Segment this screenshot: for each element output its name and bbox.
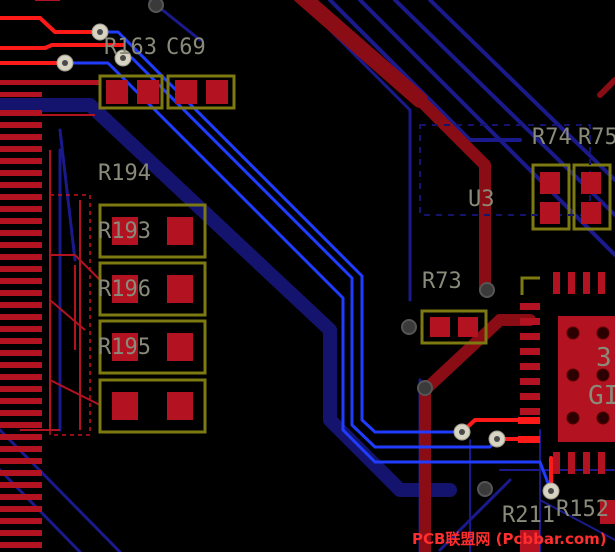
designator-r73: R73: [422, 269, 462, 294]
designator-r74: R74: [532, 125, 572, 150]
via: [148, 0, 164, 13]
component-outlines: [98, 74, 612, 434]
left-connector: [0, 80, 100, 548]
courtyard-outlines: [49, 194, 91, 436]
designator-r196: R196: [98, 277, 151, 302]
ic-marking-bottom: GI: [588, 381, 615, 411]
designator-c69: C69: [166, 35, 206, 60]
blue-signal-traces: [63, 30, 553, 493]
via: [401, 319, 417, 335]
designator-r193: R193: [98, 219, 151, 244]
r193-outline: [98, 203, 207, 259]
ic-marking-top: 3: [596, 343, 612, 373]
designator-r75: R75: [578, 125, 615, 150]
designator-r152: R152: [556, 497, 609, 522]
vias-unplated: [148, 0, 495, 497]
designator-r195: R195: [98, 335, 151, 360]
designator-r163: R163: [104, 35, 157, 60]
designator-r211: R211: [502, 503, 555, 528]
watermark: PCB联盟网 (Pcbbar.com): [412, 530, 607, 548]
r75-outline: [572, 163, 612, 231]
r194-outline: [98, 378, 207, 434]
silkscreen-labels: R163 C69 R194 R193 R196 R195 R73 U3 R74 …: [98, 35, 615, 528]
thermal-vias: [566, 326, 610, 425]
designator-u3: U3: [468, 187, 495, 212]
r74-outline: [531, 163, 571, 231]
designator-r194: R194: [98, 161, 151, 186]
u3-outline: [419, 124, 591, 216]
via-holes: [62, 29, 554, 494]
top-signal-traces: [0, 16, 553, 493]
r73-outline: [420, 309, 488, 345]
r195-outline: [98, 319, 207, 375]
c69-outline: [166, 74, 236, 110]
via: [477, 481, 493, 497]
via: [479, 282, 495, 298]
r163-outline: [98, 74, 164, 110]
u3-corner-mark: [520, 276, 540, 295]
r196-outline: [98, 261, 207, 317]
via: [417, 380, 433, 396]
